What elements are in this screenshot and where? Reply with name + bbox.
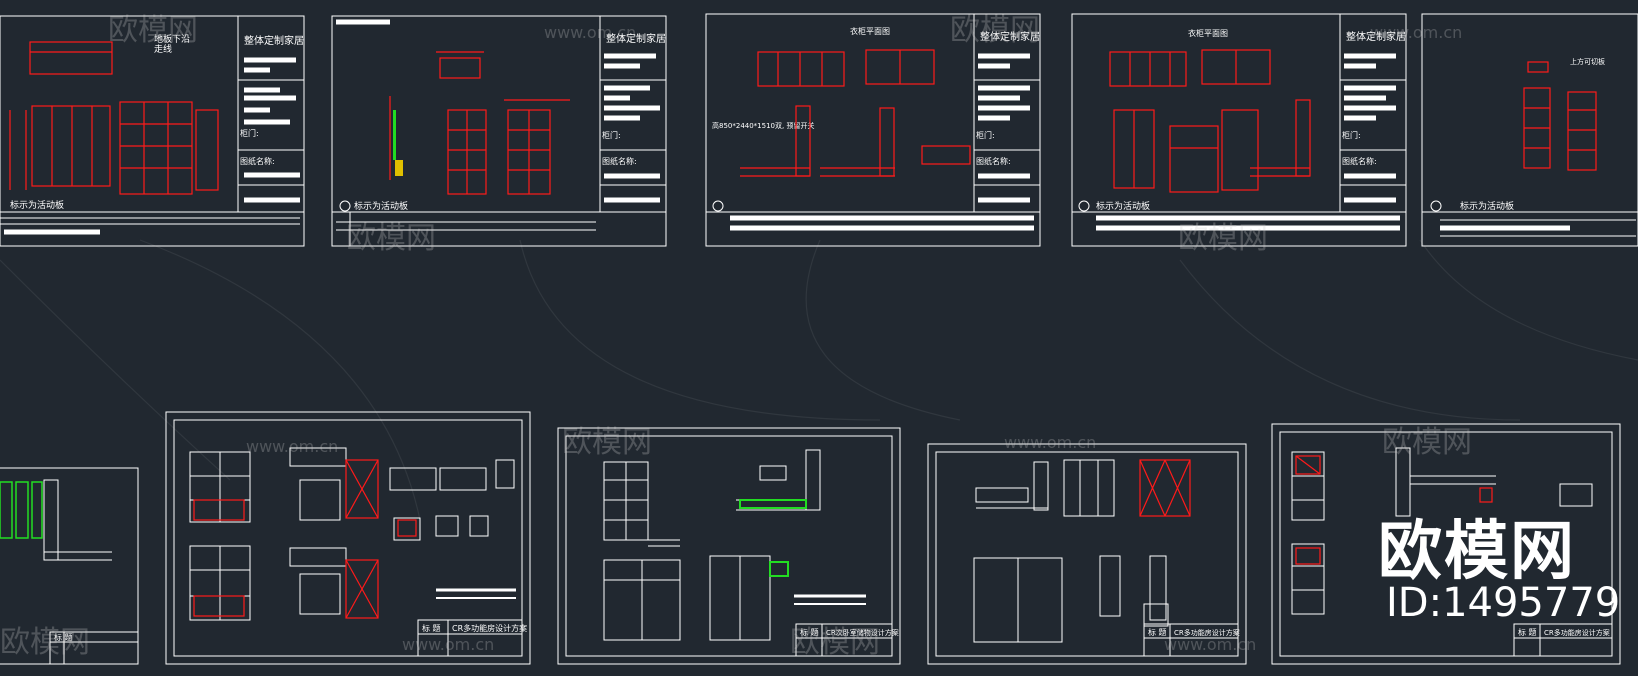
sheet-1-title: 整体定制家居 [244,34,304,47]
sheet-2-label-name: 图纸名称: [602,156,637,166]
bottom-sheet-5-red [1295,455,1493,565]
drawing-sheet-1[interactable] [0,15,305,247]
sheet-1-red-drawings [9,41,219,195]
sheet-1-side-text: 地板下沿 [154,33,190,45]
sheet-4-title: 整体定制家居 [1346,30,1406,43]
sheet-3-label-name: 图纸名称: [976,156,1011,166]
sheet-3-red-drawings [740,49,971,177]
sheet-1-side-text-2: 走线 [154,43,172,55]
bottom-sheet-3-title-label: 标 题 [800,627,819,637]
bottom-sheet-3-green [739,499,807,577]
sheet-2-title: 整体定制家居 [606,32,666,45]
svg-text:www.om.cn: www.om.cn [402,635,494,654]
bottom-sheet-2-title: CR多功能房设计方案 [452,623,527,633]
sheet-4-label-door: 柜门: [1342,130,1361,140]
model-id-label: ID:1495779 [1386,580,1621,626]
svg-text:欧模网: 欧模网 [346,221,436,256]
sheet-2-red-drawings [389,51,570,195]
bottom-sheet-3-title: CR次卧室储物设计方案 [826,628,899,637]
svg-text:www.om.cn: www.om.cn [1370,23,1462,42]
bottom-sheet-2-title-label: 标 题 [422,623,441,633]
sheet-3-label-door: 柜门: [976,130,995,140]
bottom-sheet-3[interactable] [557,427,901,665]
bottom-sheet-1-title-label: 标 题 [54,632,73,642]
bottom-sheet-4-title: CR多功能房设计方案 [1174,628,1240,637]
sheet-3-caption-2: 高850*2440*1510双, 预留开关 [712,121,814,130]
svg-text:欧模网: 欧模网 [1178,221,1268,256]
svg-text:欧模网: 欧模网 [1382,425,1472,460]
sheet-3-title: 整体定制家居 [980,30,1040,43]
svg-text:欧模网: 欧模网 [950,13,1040,48]
svg-text:欧模网: 欧模网 [0,625,90,660]
svg-text:www.om.cn: www.om.cn [246,437,338,456]
sheet-1-label-door: 柜门: [240,128,259,138]
watermark-arcs [0,239,1638,521]
sheet-4-note: 标示为活动板 [1096,200,1150,212]
bottom-sheet-4[interactable] [927,443,1247,665]
sheet-5-caption: 上方可切板 [1570,57,1605,66]
bottom-sheet-1[interactable] [0,467,139,665]
bottom-sheet-5-title: CR多功能房设计方案 [1544,628,1610,637]
svg-text:www.om.cn: www.om.cn [1164,635,1256,654]
bottom-sheet-2[interactable] [165,411,531,665]
sheet-2-label-door: 柜门: [602,130,621,140]
watermarks: www.om.cn www.om.cn www.om.cn www.om.cn … [0,13,1472,660]
bottom-sheet-5[interactable] [1271,423,1621,665]
bottom-sheet-5-title-label: 标 题 [1518,627,1537,637]
sheet-5-red-drawings [1523,61,1597,171]
drawing-sheet-4[interactable] [1071,13,1407,247]
drawing-sheet-2[interactable] [331,15,667,247]
sheet-1-note: 标示为活动板 [10,199,64,211]
drawing-sheet-3[interactable] [705,13,1041,247]
bottom-sheet-4-title-label: 标 题 [1148,627,1167,637]
sheet-1-label-name: 图纸名称: [240,156,275,166]
site-logo-text: 欧模网 [1378,515,1576,589]
svg-text:欧模网: 欧模网 [790,625,880,660]
bottom-sheet-2-red [193,459,417,619]
sheet-2-yellow-marks [393,110,403,176]
svg-text:欧模网: 欧模网 [108,13,198,48]
bottom-sheet-4-red [1139,459,1191,517]
svg-text:www.om.cn: www.om.cn [544,23,636,42]
sheet-5-note: 标示为活动板 [1460,200,1514,212]
svg-text:www.om.cn: www.om.cn [1004,433,1096,452]
drawing-sheet-5[interactable] [1421,13,1638,247]
sheet-3-caption: 衣柜平面图 [850,26,890,36]
sheet-4-red-drawings [1109,49,1311,193]
sheet-4-caption: 衣柜平面图 [1188,28,1228,38]
svg-text:欧模网: 欧模网 [562,425,652,460]
sheet-2-note: 标示为活动板 [354,200,408,212]
sheet-4-label-name: 图纸名称: [1342,156,1377,166]
